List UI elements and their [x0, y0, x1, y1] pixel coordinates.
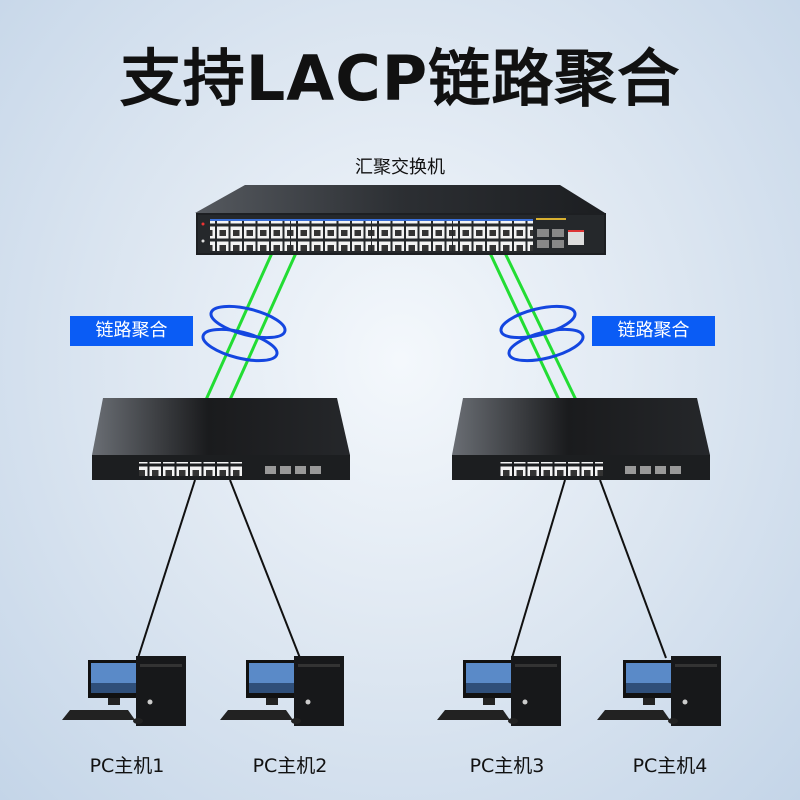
- access-switch-left: [92, 398, 350, 480]
- pc-cables: [137, 479, 667, 659]
- pc-icon: [597, 656, 721, 726]
- link-aggregation-label-right: 链路聚合: [592, 316, 715, 346]
- link-aggregation-label-left: 链路聚合: [70, 316, 193, 346]
- page-title: 支持LACP链路聚合: [119, 42, 681, 115]
- aggregation-links-right: [488, 252, 579, 403]
- pc-label-3: PC主机3: [469, 755, 545, 777]
- aggregation-links-left: [203, 252, 298, 403]
- pc-icon: [220, 656, 344, 726]
- pc-icon: [62, 656, 186, 726]
- pc-label-4: PC主机4: [632, 755, 708, 777]
- core-switch-label: 汇聚交换机: [355, 157, 445, 178]
- access-switch-right: [452, 398, 710, 480]
- pc-icon: [437, 656, 561, 726]
- core-switch: [195, 185, 606, 255]
- lacp-ring-icon-left: [201, 304, 287, 363]
- pc-label-2: PC主机2: [252, 755, 328, 777]
- pc-label-1: PC主机1: [89, 755, 165, 777]
- lacp-ring-icon-right: [499, 304, 585, 363]
